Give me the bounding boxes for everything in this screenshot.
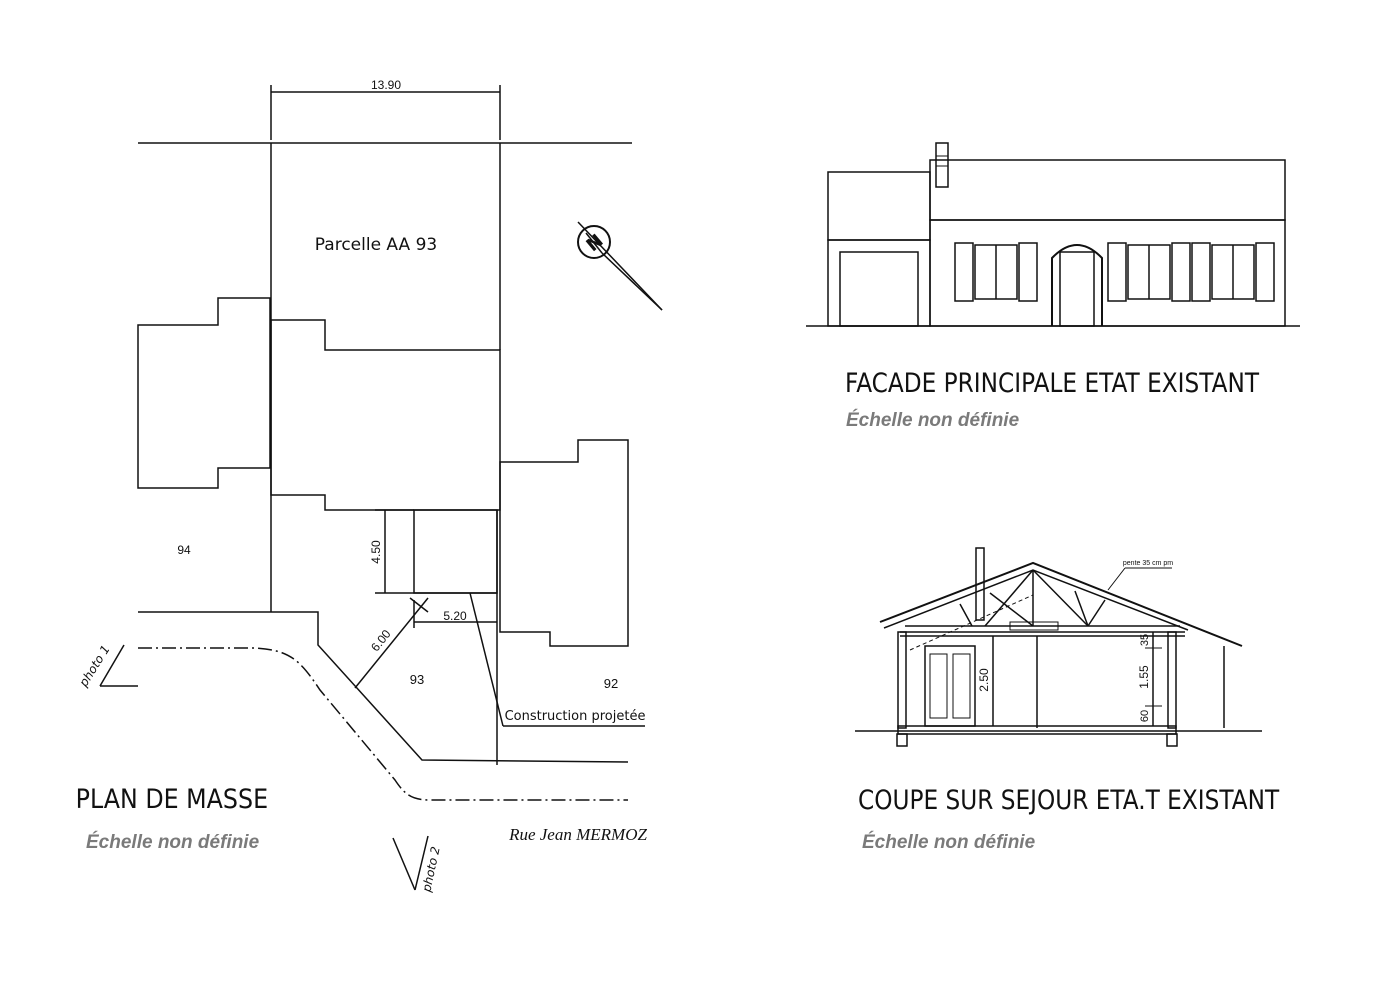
street-name: Rue Jean MERMOZ bbox=[508, 825, 647, 844]
section-door bbox=[924, 645, 976, 727]
construction-label: Construction projetée bbox=[505, 709, 646, 724]
building-lot-94 bbox=[137, 297, 271, 489]
entrance-arch bbox=[1051, 244, 1103, 326]
garage-wall bbox=[827, 239, 931, 327]
dim-13-90: 13.90 bbox=[371, 78, 401, 92]
shutter bbox=[1171, 242, 1191, 302]
main-roof bbox=[929, 159, 1286, 221]
insulation bbox=[1009, 621, 1059, 631]
building-lot-92 bbox=[499, 439, 629, 647]
svg-text:photo 1: photo 1 bbox=[76, 643, 113, 690]
dimension-top: 13.90 bbox=[270, 78, 501, 140]
shutter bbox=[1018, 242, 1038, 302]
construction-leader bbox=[469, 592, 504, 727]
slope-label: pente 35 cm pm bbox=[1123, 560, 1173, 567]
roof-truss bbox=[905, 569, 1180, 651]
lot-92-label: 92 bbox=[604, 676, 618, 691]
garage-roof bbox=[827, 171, 931, 241]
frontage-line bbox=[138, 611, 629, 763]
lot-94-label: 94 bbox=[177, 543, 191, 557]
dim-60: 60 bbox=[1139, 710, 1151, 722]
facade-elevation: FACADE PRINCIPALE ETAT EXISTANT Échelle … bbox=[806, 142, 1300, 431]
photo-1-marker: photo 1 bbox=[76, 643, 138, 690]
entrance-door bbox=[1059, 251, 1095, 327]
projected-construction bbox=[413, 509, 498, 594]
site-plan: 13.90 Parcelle AA 93 N 4.50 5.20 bbox=[76, 78, 663, 894]
svg-text:photo 2: photo 2 bbox=[419, 845, 442, 894]
street-edge-line bbox=[138, 647, 628, 801]
roof-line bbox=[879, 561, 1243, 647]
dim-6-00: 6.00 bbox=[368, 627, 394, 654]
facade-scale: Échelle non définie bbox=[846, 409, 1020, 431]
parcel-label: Parcelle AA 93 bbox=[315, 235, 437, 255]
dim-5-20: 5.20 bbox=[443, 609, 467, 623]
dim-35: 35 bbox=[1139, 634, 1151, 646]
coupe-scale: Échelle non définie bbox=[862, 831, 1036, 853]
coupe-title: COUPE SUR SEJOUR ETA.T EXISTANT bbox=[858, 784, 1280, 815]
dim-1-55: 1.55 bbox=[1137, 665, 1151, 689]
wall-left bbox=[897, 631, 907, 729]
section-drawing: 2.50 35 1.55 60 pente 35 cm pm COUPE SUR… bbox=[855, 547, 1280, 853]
shutter bbox=[1255, 242, 1275, 302]
wall-right bbox=[1167, 631, 1177, 729]
chimney bbox=[935, 142, 949, 188]
plan-de-masse-scale: Échelle non définie bbox=[86, 831, 260, 853]
photo-2-marker: photo 2 bbox=[392, 835, 443, 894]
shutter bbox=[1107, 242, 1127, 302]
lot-93-label: 93 bbox=[410, 672, 424, 687]
garage-door bbox=[839, 251, 919, 327]
existing-house-93 bbox=[270, 319, 501, 511]
dim-2-50: 2.50 bbox=[977, 668, 991, 692]
plan-de-masse-title: PLAN DE MASSE bbox=[76, 783, 268, 815]
shutter bbox=[954, 242, 974, 302]
floor-slab bbox=[897, 725, 1177, 735]
shutter bbox=[1191, 242, 1211, 302]
dim-4-50: 4.50 bbox=[369, 540, 383, 564]
facade-title: FACADE PRINCIPALE ETAT EXISTANT bbox=[845, 367, 1260, 398]
north-arrow-icon: N bbox=[577, 221, 663, 311]
